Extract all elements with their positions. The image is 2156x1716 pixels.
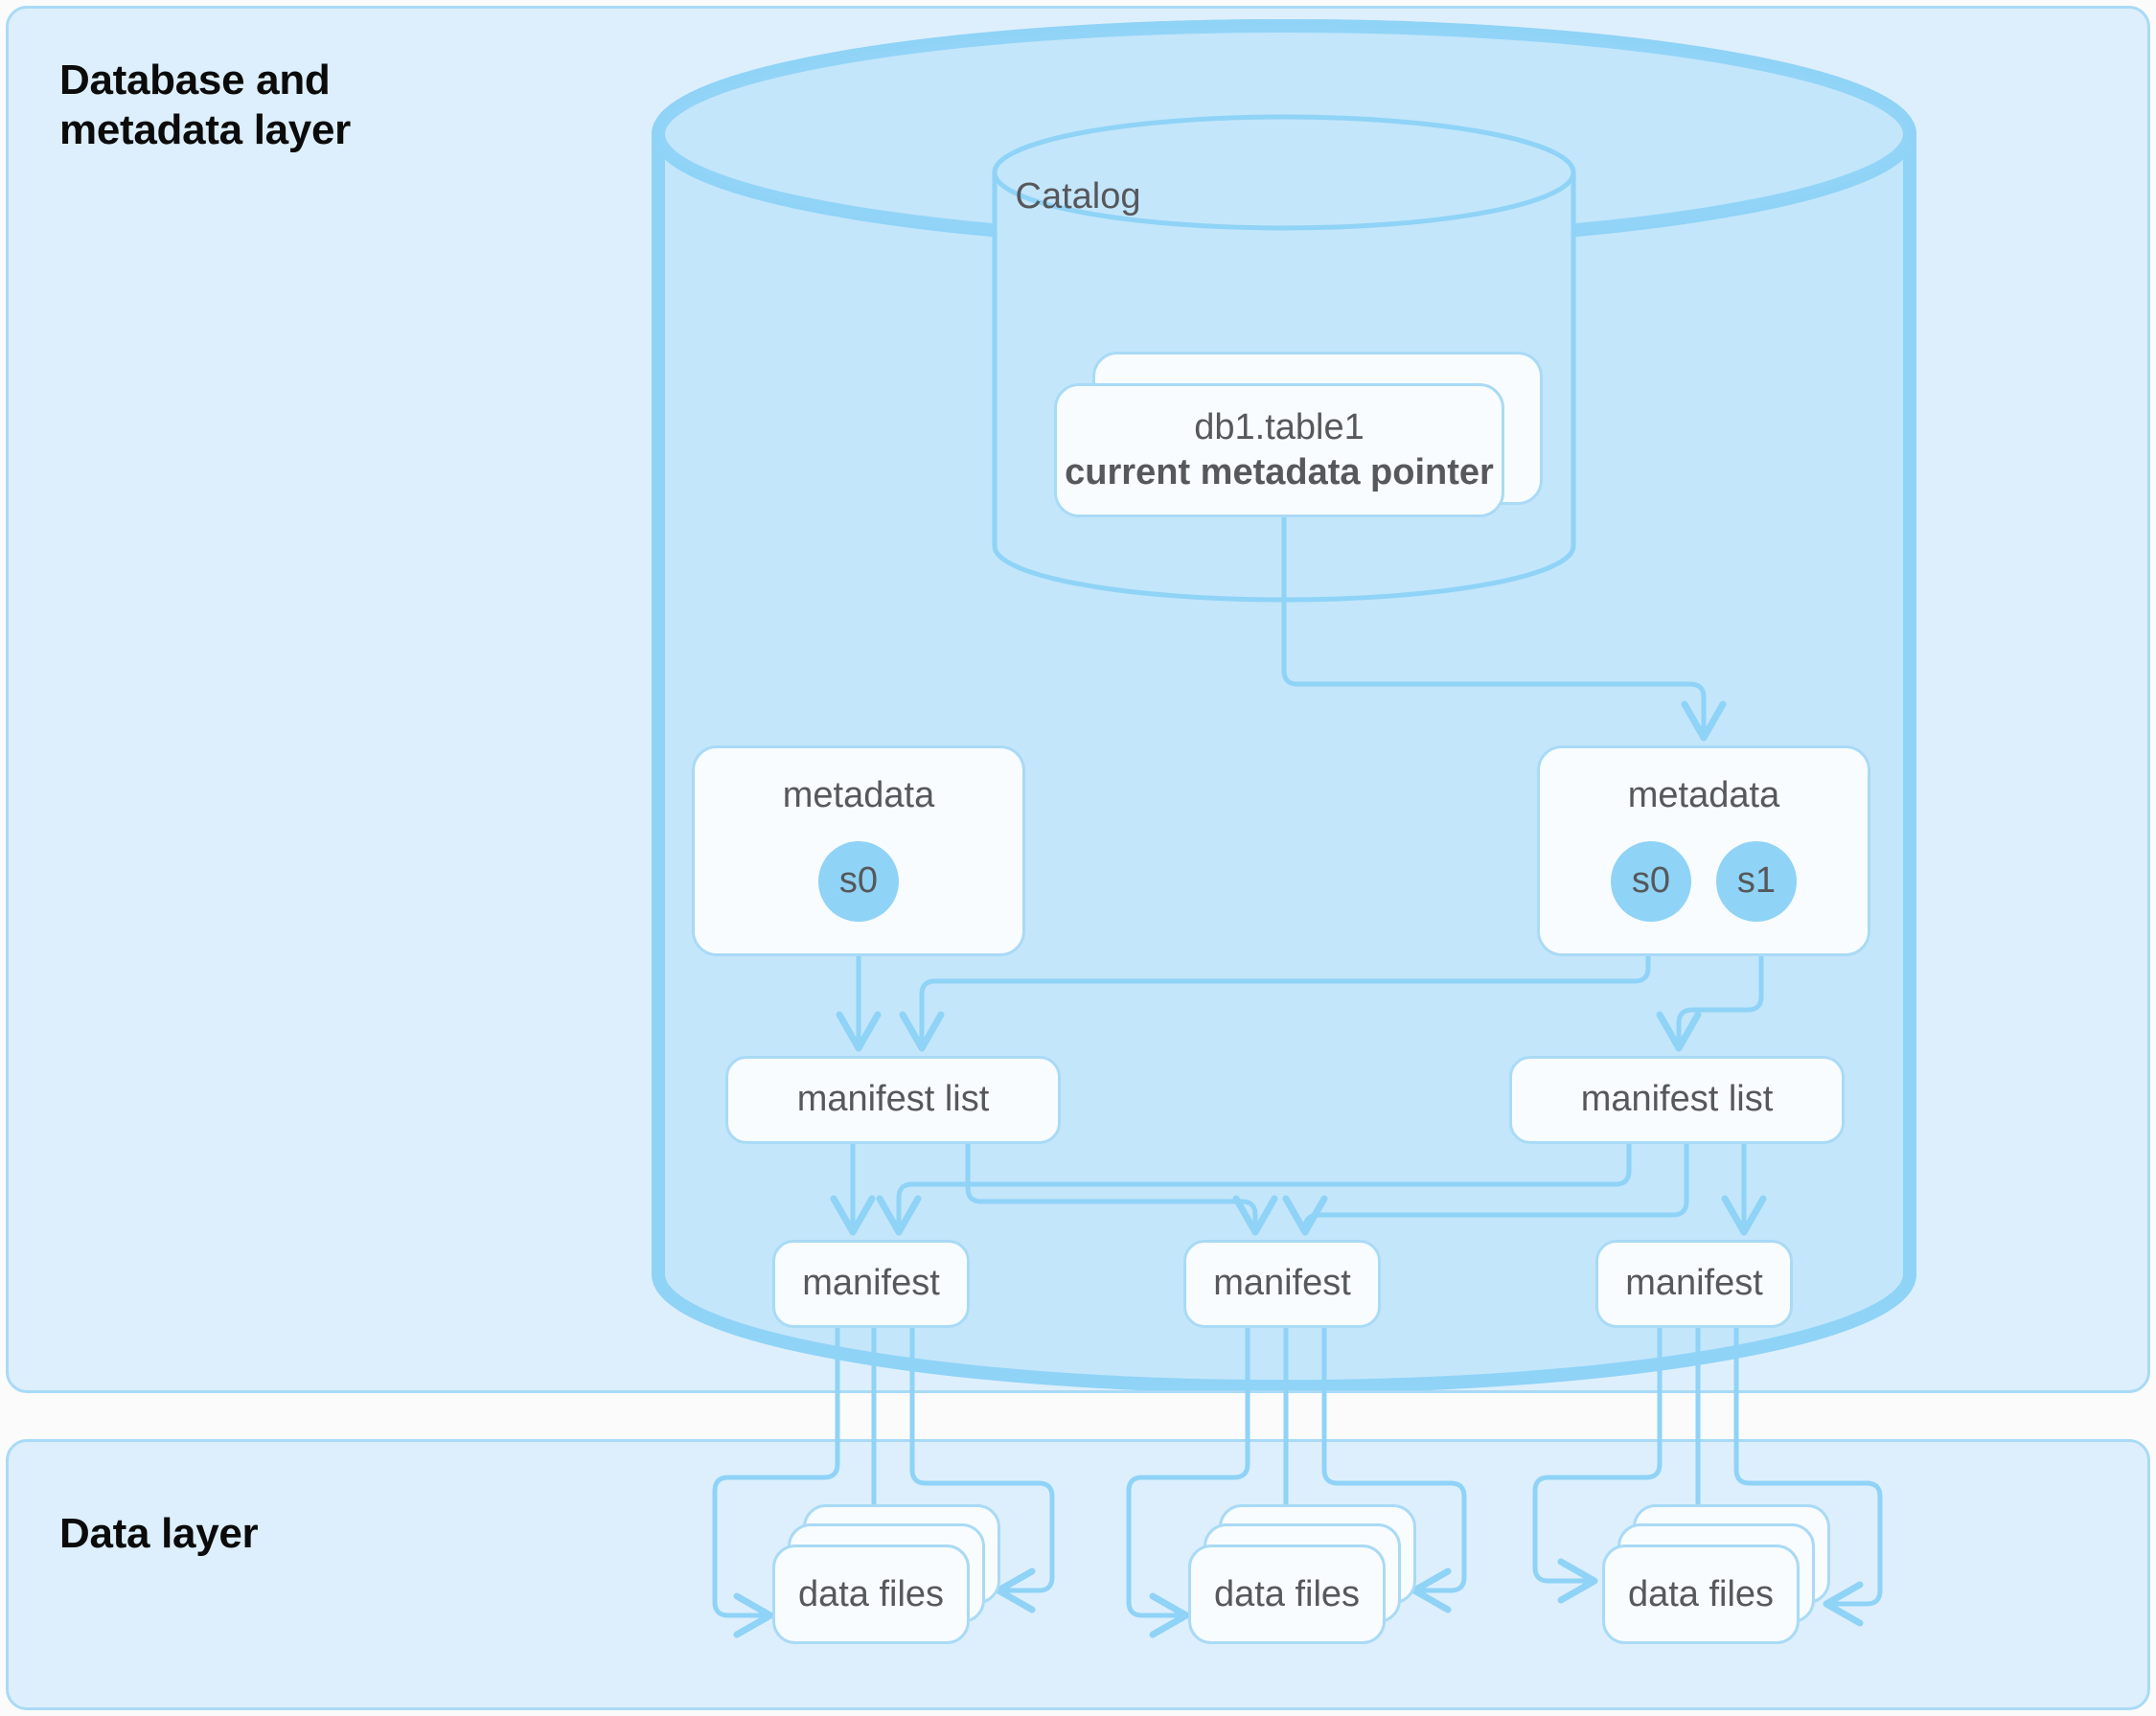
manifest-node-1[interactable]: manifest	[772, 1240, 970, 1328]
data-layer-title: Data layer	[59, 1510, 259, 1557]
data-files-card-front[interactable]: data files	[1188, 1544, 1386, 1644]
current-metadata-pointer-card[interactable]: db1.table1 current metadata pointer	[1054, 383, 1504, 517]
manifest-label: manifest	[1625, 1263, 1763, 1304]
manifest-label: manifest	[802, 1263, 940, 1304]
manifest-node-3[interactable]: manifest	[1595, 1240, 1793, 1328]
data-files-card-front[interactable]: data files	[1602, 1544, 1800, 1644]
manifest-list-label: manifest list	[796, 1079, 990, 1120]
metadata-label: metadata	[782, 774, 935, 815]
manifest-list-node-right[interactable]: manifest list	[1509, 1056, 1845, 1144]
snapshot-s1-badge[interactable]: s1	[1716, 840, 1797, 922]
snapshot-s0-badge[interactable]: s0	[1611, 840, 1691, 922]
database-metadata-layer-title: Database and metadata layer	[59, 57, 351, 153]
data-files-stack-3[interactable]: data files	[1602, 1504, 1830, 1644]
pointer-table-name: db1.table1	[1194, 406, 1365, 447]
snapshot-row: s0 s1	[1611, 840, 1797, 922]
metadata-node-right[interactable]: metadata s0 s1	[1537, 745, 1870, 956]
pointer-description: current metadata pointer	[1065, 452, 1494, 492]
catalog-label: Catalog	[1015, 176, 1141, 217]
metadata-node-left[interactable]: metadata s0	[692, 745, 1025, 956]
data-files-stack-1[interactable]: data files	[772, 1504, 1000, 1644]
data-files-stack-2[interactable]: data files	[1188, 1504, 1416, 1644]
snapshot-s0-badge[interactable]: s0	[818, 840, 899, 922]
manifest-list-node-left[interactable]: manifest list	[725, 1056, 1061, 1144]
snapshot-row: s0	[818, 840, 899, 922]
data-files-card-front[interactable]: data files	[772, 1544, 970, 1644]
manifest-list-label: manifest list	[1580, 1079, 1774, 1120]
metadata-label: metadata	[1627, 774, 1780, 815]
manifest-label: manifest	[1213, 1263, 1351, 1304]
manifest-node-2[interactable]: manifest	[1183, 1240, 1381, 1328]
